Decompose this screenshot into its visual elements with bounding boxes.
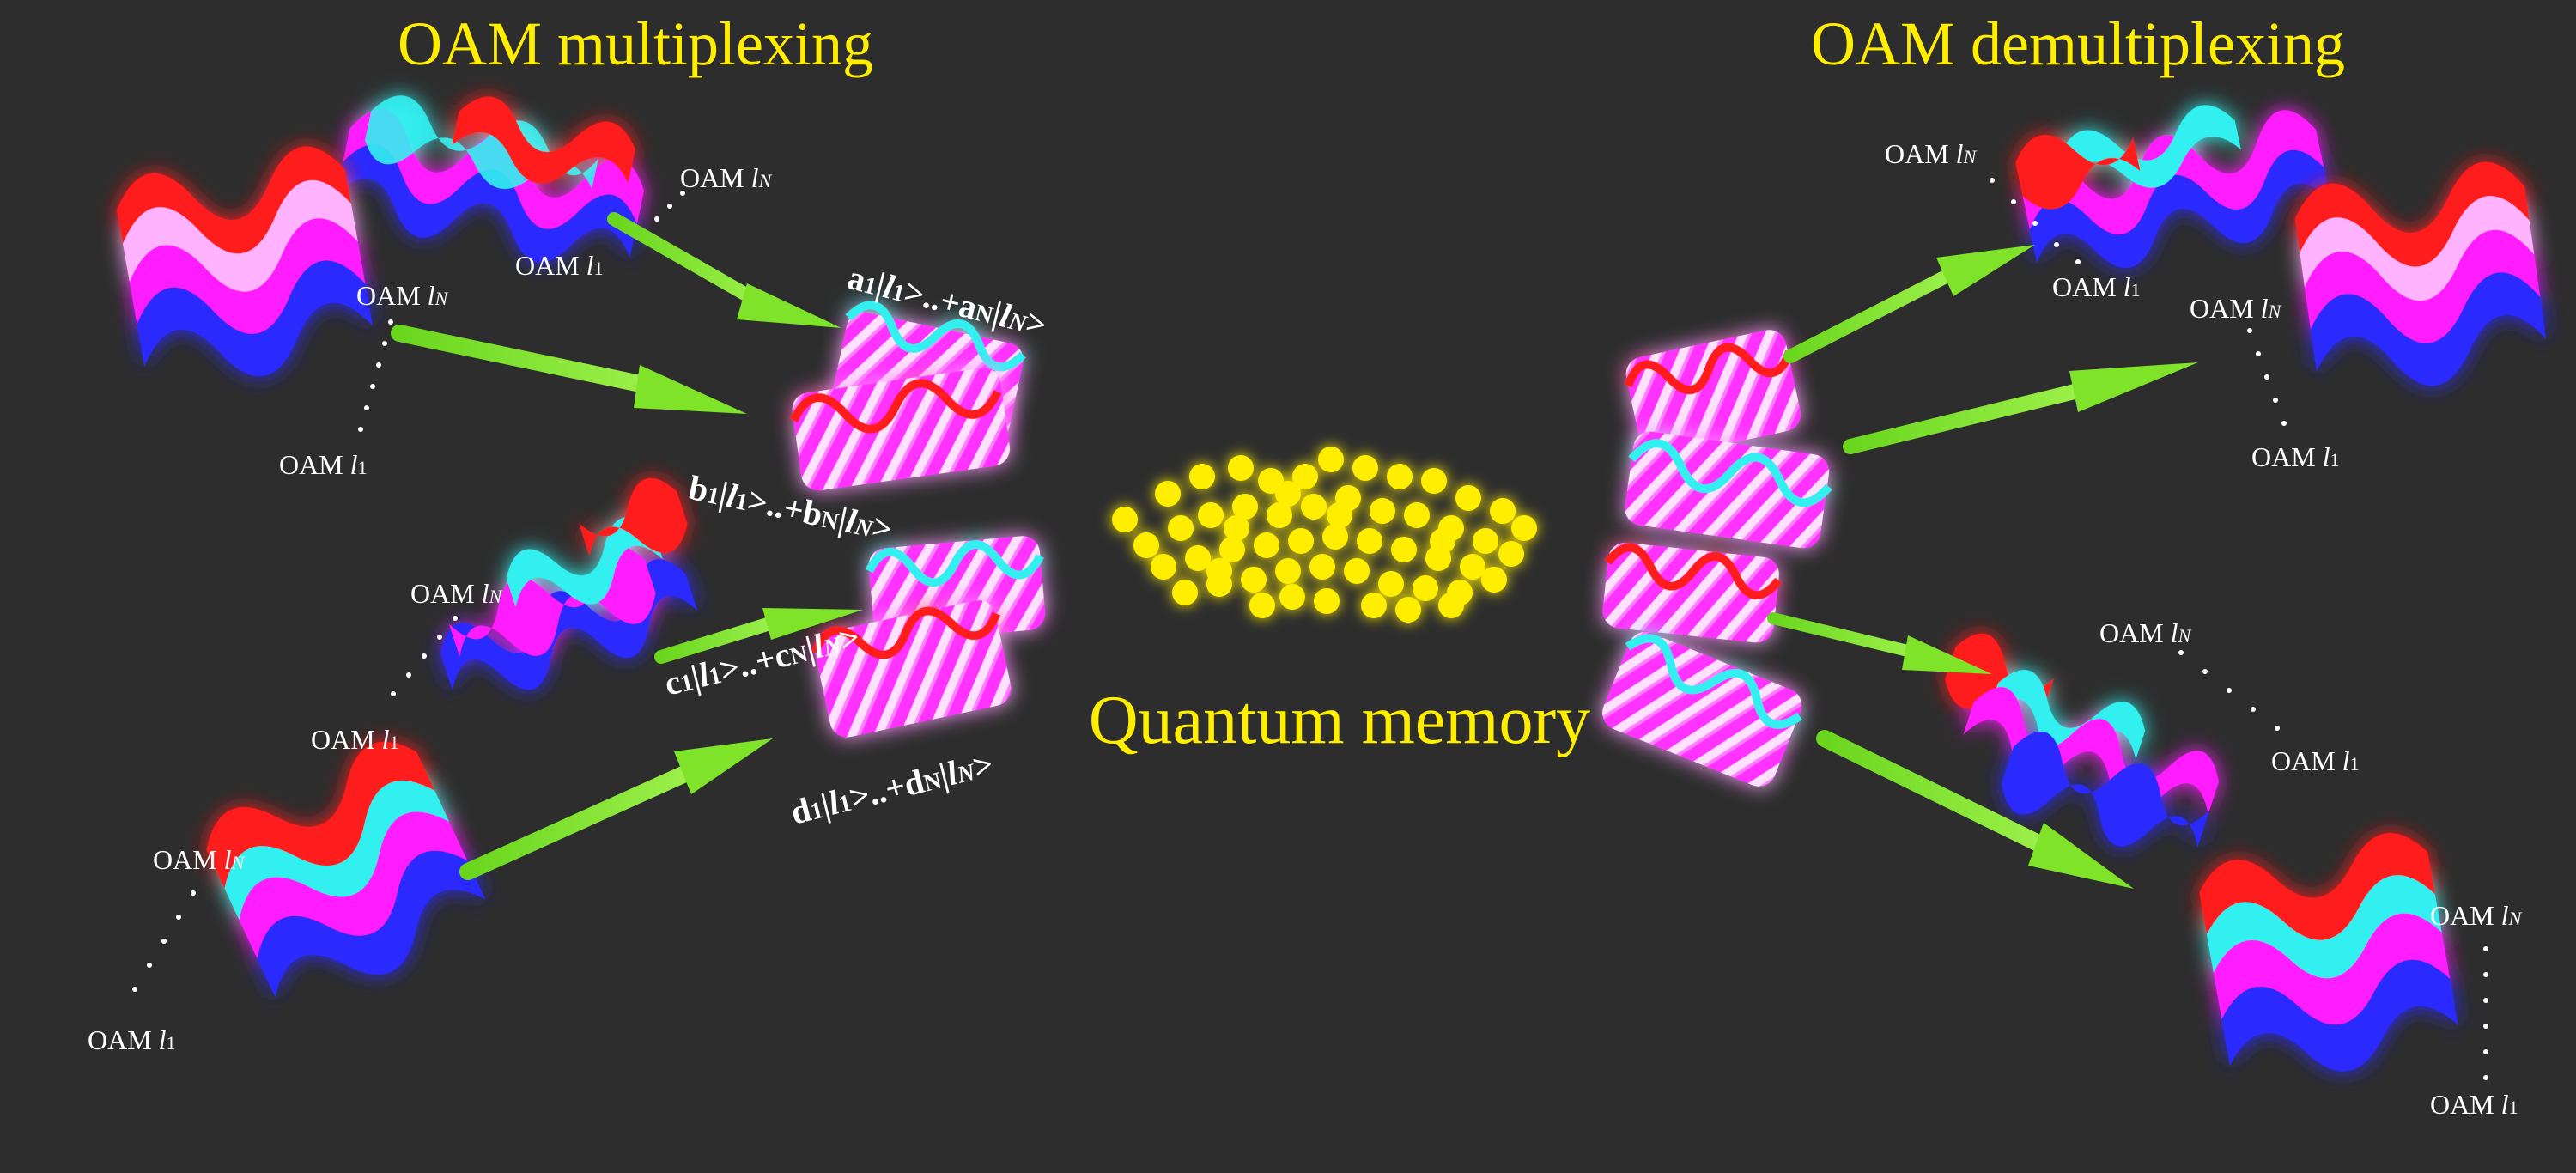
quantum-memory-title: Quantum memory: [1089, 683, 1590, 758]
multiplexing-title: OAM multiplexing: [398, 9, 873, 78]
atom: [1511, 515, 1537, 541]
atom: [1318, 447, 1344, 472]
atom: [1112, 507, 1138, 532]
atom: [1430, 528, 1455, 554]
oam-label-out4-1: OAM l1: [2430, 1089, 2518, 1120]
oam-label-in4-N: OAM lN: [153, 844, 246, 875]
atom: [1413, 575, 1438, 601]
atom: [1460, 554, 1485, 580]
arrow-out-3: [1767, 612, 1992, 674]
arrow-out-2: [1843, 362, 2198, 454]
arrow-out-1: [1783, 245, 2035, 363]
atom: [1309, 554, 1335, 580]
oam-label-out2-1: OAM l1: [2251, 441, 2340, 472]
oam-label-out1-1: OAM l1: [2052, 271, 2141, 302]
atom: [1206, 558, 1232, 584]
arrow-in-3: [654, 608, 863, 664]
atom: [1267, 502, 1292, 528]
atom: [1361, 593, 1387, 618]
output-beam-1: [2015, 105, 2331, 269]
atom: [1292, 464, 1318, 489]
oam-label-out3-N: OAM lN: [2099, 617, 2192, 648]
atom: [1481, 567, 1507, 593]
output-beam-3: [1945, 633, 2220, 848]
atom: [1185, 545, 1211, 571]
quantum-memory-atoms: [1112, 447, 1537, 623]
oam-label-in2-1: OAM l1: [279, 449, 368, 480]
input-beam-2: [117, 146, 374, 377]
oam-label-in3-N: OAM lN: [410, 578, 503, 609]
atom: [1133, 532, 1159, 558]
equation-d: d1|l1>..+dN|lN>: [787, 745, 997, 832]
oam-label-out1-N: OAM lN: [1885, 138, 1978, 169]
atom: [1288, 528, 1314, 554]
atom: [1370, 498, 1395, 524]
output-beam-4: [2199, 832, 2458, 1072]
atom: [1473, 528, 1498, 554]
atom: [1249, 593, 1275, 618]
arrow-out-4: [1816, 730, 2134, 889]
atom: [1301, 494, 1327, 520]
atom: [1322, 524, 1348, 550]
atom: [1391, 537, 1417, 562]
demultiplexed-beam-d: [1602, 632, 1802, 787]
atom: [1404, 502, 1430, 528]
demultiplexed-beam-c: [1602, 542, 1783, 643]
atom: [1352, 455, 1378, 481]
atom: [1387, 464, 1413, 489]
atom: [1498, 541, 1524, 567]
input-beam-1: [336, 95, 645, 263]
oam-dotted-separators: [132, 178, 2488, 1080]
atom: [1378, 571, 1404, 597]
input-beam-3: [440, 477, 698, 691]
oam-label-in1-1: OAM l1: [515, 250, 604, 281]
input-beam-4: [206, 741, 486, 998]
atom: [1275, 481, 1301, 507]
atom: [1241, 567, 1267, 593]
multiplexed-beam-d: [811, 600, 1012, 738]
demultiplexed-beam-b: [1625, 431, 1832, 549]
atom: [1327, 502, 1352, 528]
atom: [1254, 532, 1279, 558]
multiplexed-beam-b: [789, 368, 1011, 491]
atom: [1275, 558, 1301, 584]
atom: [1172, 580, 1198, 605]
atom: [1232, 494, 1258, 520]
arrow-in-2: [391, 325, 747, 414]
atom: [1314, 588, 1340, 614]
oam-label-in4-1: OAM l1: [88, 1024, 176, 1055]
oam-label-out4-N: OAM lN: [2430, 900, 2523, 931]
atom: [1219, 537, 1245, 562]
atom: [1438, 593, 1464, 618]
oam-label-in3-1: OAM l1: [311, 724, 399, 755]
atom: [1357, 528, 1382, 554]
arrow-in-4: [459, 738, 773, 880]
atom: [1155, 481, 1181, 507]
atom: [1395, 597, 1421, 623]
atom: [1421, 468, 1447, 494]
atom: [1198, 502, 1224, 528]
atom: [1224, 515, 1249, 541]
equation-c: c1|l1>..+cN|lN>: [660, 617, 863, 703]
arrow-in-1: [607, 212, 841, 328]
atom: [1344, 558, 1370, 584]
atom: [1168, 515, 1194, 541]
oam-label-in2-N: OAM lN: [356, 280, 449, 311]
demultiplexed-beam-a: [1624, 330, 1801, 459]
oam-label-out2-N: OAM lN: [2190, 293, 2282, 324]
output-beam-2: [2294, 161, 2547, 386]
atom: [1279, 584, 1305, 610]
atom: [1189, 464, 1215, 489]
atom: [1490, 498, 1516, 524]
atom: [1151, 554, 1176, 580]
oam-label-out3-1: OAM l1: [2271, 745, 2360, 776]
demultiplexing-title: OAM demultiplexing: [1811, 9, 2345, 78]
atom: [1228, 455, 1254, 481]
atom: [1455, 485, 1481, 511]
oam-label-in1-N: OAM lN: [680, 162, 773, 193]
